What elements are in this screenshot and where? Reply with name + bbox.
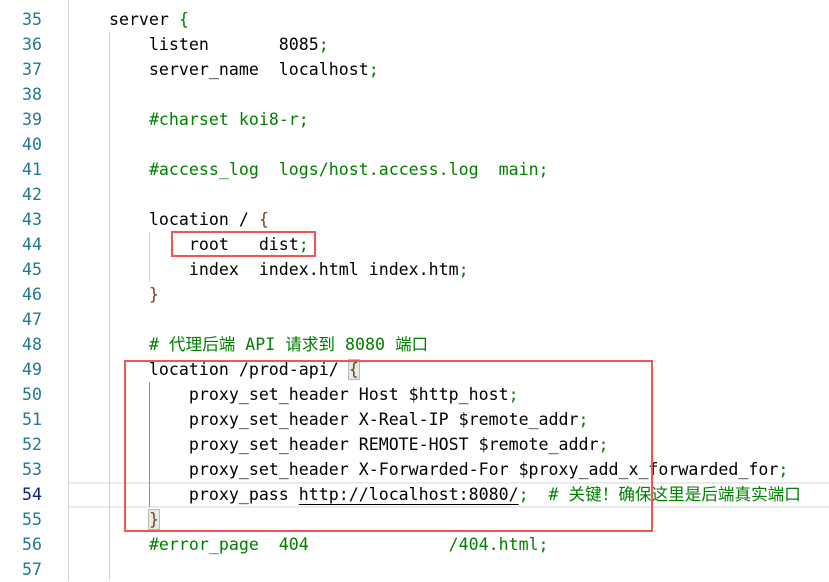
code-token: {: [347, 359, 360, 380]
code-token: [69, 535, 149, 554]
line-number: 52: [22, 435, 42, 454]
code-token: [69, 110, 149, 129]
line-number: 56: [22, 535, 42, 554]
line-number: 48: [22, 335, 42, 354]
annotation-box-proxy-location: [124, 360, 653, 532]
code-line[interactable]: proxy_set_header Host $http_host;: [69, 382, 519, 407]
code-token: proxy_set_header X-Forwarded-For $proxy_…: [69, 460, 779, 479]
code-token: ;: [318, 35, 329, 54]
url-link[interactable]: http://localhost:8080/: [298, 485, 519, 504]
line-number: 35: [22, 10, 42, 29]
code-token: [69, 335, 149, 354]
code-token: index index.html index.htm: [69, 260, 459, 279]
code-token: [69, 160, 149, 179]
code-token: {: [178, 10, 189, 29]
line-number: 57: [22, 560, 42, 579]
code-line[interactable]: # 代理后端 API 请求到 8080 端口: [69, 332, 428, 357]
line-number: 38: [22, 85, 42, 104]
code-token: ;: [508, 385, 519, 404]
code-token: ;: [578, 410, 589, 429]
code-comment: # 代理后端 API 请求到 8080 端口: [148, 335, 429, 354]
line-number: 49: [22, 360, 42, 379]
code-line[interactable]: proxy_set_header X-Forwarded-For $proxy_…: [69, 457, 788, 482]
code-line[interactable]: proxy_pass http://localhost:8080/; # 关键！…: [69, 482, 801, 507]
line-number: 39: [22, 110, 42, 129]
code-line[interactable]: }: [69, 282, 159, 307]
line-number: 37: [22, 60, 42, 79]
line-number: 53: [22, 460, 42, 479]
line-number: 50: [22, 385, 42, 404]
indent-guide: [109, 32, 110, 581]
code-token: ;: [368, 60, 379, 79]
code-token: [69, 285, 149, 304]
code-token: }: [148, 285, 159, 304]
code-line[interactable]: location / {: [69, 207, 269, 232]
current-line-highlight: [69, 482, 829, 508]
code-token: ;: [518, 485, 529, 504]
code-token: listen 8085: [69, 35, 319, 54]
code-token: ;: [598, 435, 609, 454]
line-number: 42: [22, 185, 42, 204]
code-line[interactable]: server_name localhost;: [69, 57, 379, 82]
code-line[interactable]: index index.html index.htm;: [69, 257, 469, 282]
code-token: {: [258, 210, 269, 229]
code-token: location /: [69, 210, 259, 229]
code-comment: #error_page 404 /404.html;: [148, 535, 549, 554]
line-number: 40: [22, 135, 42, 154]
line-number: 55: [22, 510, 42, 529]
code-line[interactable]: listen 8085;: [69, 32, 329, 57]
code-token: ;: [458, 260, 469, 279]
line-number: 41: [22, 160, 42, 179]
line-number: 54: [22, 485, 42, 504]
code-line[interactable]: #charset koi8-r;: [69, 107, 309, 132]
code-line[interactable]: proxy_set_header X-Real-IP $remote_addr;: [69, 407, 589, 432]
code-comment: # 关键！确保这里是后端真实端口: [528, 485, 801, 504]
line-number: 36: [22, 35, 42, 54]
code-line[interactable]: }: [69, 507, 160, 532]
code-line[interactable]: #access_log logs/host.access.log main;: [69, 157, 549, 182]
code-token: proxy_set_header REMOTE-HOST $remote_add…: [69, 435, 599, 454]
code-line[interactable]: location /prod-api/ {: [69, 357, 360, 382]
annotation-box-root: [171, 231, 316, 257]
code-token: location /prod-api/: [69, 360, 349, 379]
code-token: server: [69, 10, 179, 29]
code-comment: #charset koi8-r;: [148, 110, 309, 129]
code-token: proxy_pass: [69, 485, 299, 504]
indent-guide-active: [149, 382, 150, 507]
code-line[interactable]: root dist;: [69, 232, 309, 257]
indent-guide: [149, 232, 150, 282]
line-number: 46: [22, 285, 42, 304]
code-token: }: [147, 509, 160, 530]
code-line[interactable]: server {: [69, 7, 189, 32]
line-number: 47: [22, 310, 42, 329]
code-line[interactable]: #error_page 404 /404.html;: [69, 532, 549, 557]
gutter-divider: [68, 0, 69, 581]
line-number: 44: [22, 235, 42, 254]
code-token: ;: [778, 460, 789, 479]
line-number: 45: [22, 260, 42, 279]
line-number: 51: [22, 410, 42, 429]
code-token: server_name localhost: [69, 60, 369, 79]
code-token: proxy_set_header X-Real-IP $remote_addr: [69, 410, 579, 429]
code-token: ;: [298, 235, 309, 254]
code-token: root dist: [69, 235, 299, 254]
code-comment: #access_log logs/host.access.log main;: [148, 160, 549, 179]
code-line[interactable]: proxy_set_header REMOTE-HOST $remote_add…: [69, 432, 609, 457]
code-token: proxy_set_header Host $http_host: [69, 385, 509, 404]
line-number: 43: [22, 210, 42, 229]
